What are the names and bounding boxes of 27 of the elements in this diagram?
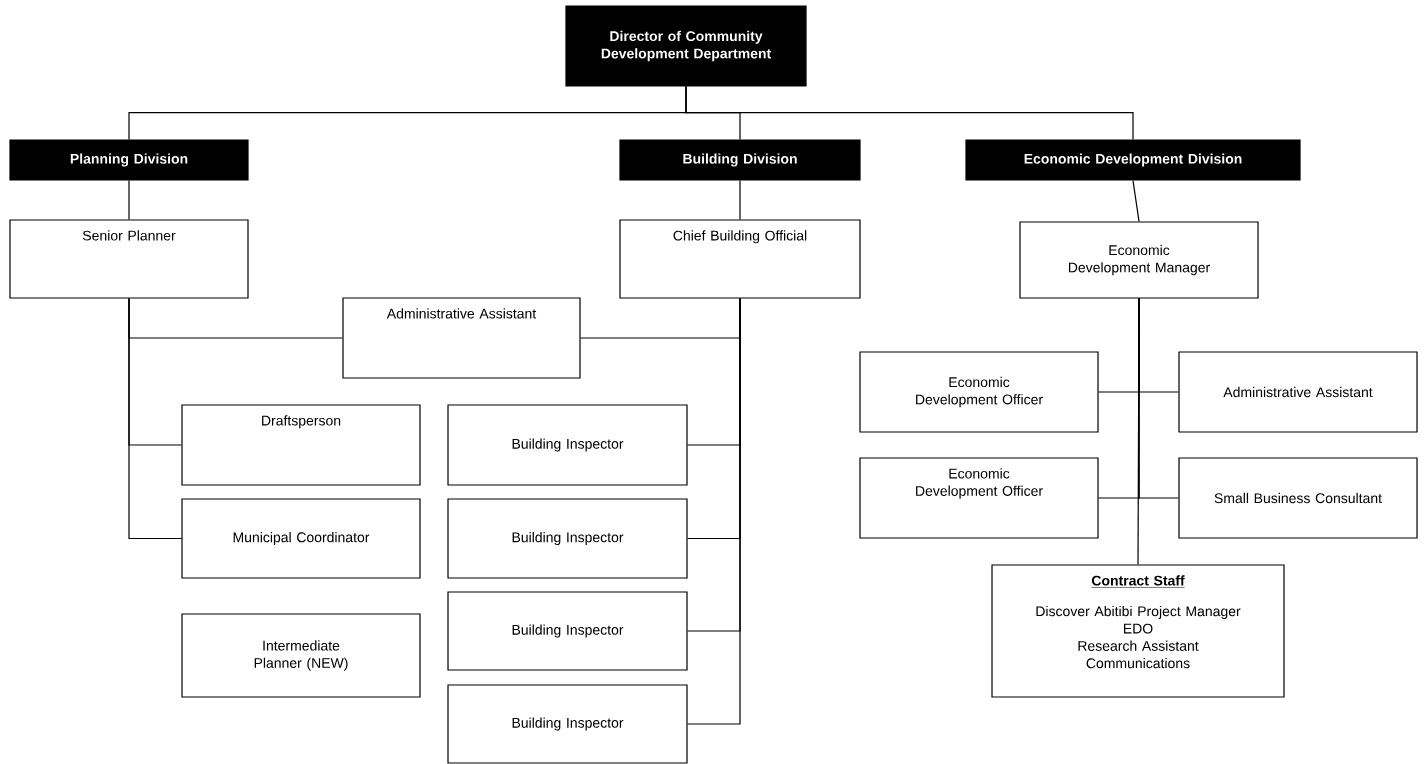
position-box: Building Inspector [447, 591, 688, 671]
position-box: Draftsperson [181, 404, 421, 486]
connector-line [739, 180, 741, 220]
position-box: Municipal Coordinator [181, 498, 421, 579]
connector-line [685, 86, 1134, 140]
position-box: Chief Building Official [619, 219, 861, 299]
position-box: Senior Planner [9, 219, 249, 299]
connector-line [687, 298, 741, 725]
connector-line [1137, 298, 1140, 565]
position-box: Contract Staff Discover Abitibi Project Manager EDO Research Assistant Communications [991, 564, 1285, 698]
header-box: Planning Division [9, 139, 249, 181]
connector-line [128, 180, 130, 220]
header-box: Economic Development Division [965, 139, 1301, 181]
position-box: Economic Development Officer [859, 457, 1099, 539]
position-box: Building Inspector [447, 404, 688, 486]
position-box: Building Inspector [447, 684, 688, 764]
position-box: Intermediate Planner (NEW) [181, 613, 421, 698]
position-box: Small Business Consultant [1178, 457, 1418, 539]
position-box: Administrative Assistant [342, 297, 581, 379]
position-box: Economic Development Officer [859, 351, 1099, 433]
connector-line [1132, 180, 1140, 222]
position-box: Building Inspector [447, 498, 688, 579]
position-box: Administrative Assistant [1178, 351, 1418, 433]
position-box: Economic Development Manager [1019, 221, 1259, 299]
header-box: Building Division [619, 139, 861, 181]
header-box: Director of Community Development Department [565, 5, 807, 87]
connector-line [128, 298, 182, 540]
